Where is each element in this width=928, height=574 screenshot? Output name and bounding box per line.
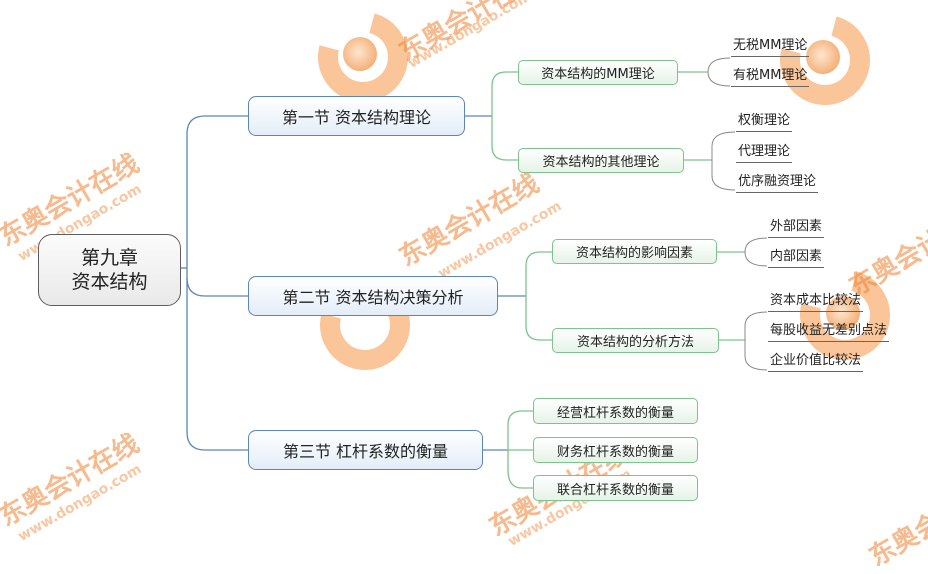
root-title: 资本结构 bbox=[71, 271, 148, 293]
topic-label: 经营杠杆系数的衡量 bbox=[556, 405, 674, 421]
topic-financial-leverage[interactable]: 财务杠杆系数的衡量 bbox=[533, 437, 698, 463]
leaf-no-tax-mm[interactable]: 无税MM理论 bbox=[731, 38, 810, 57]
topic-label: 联合杠杆系数的衡量 bbox=[556, 482, 674, 498]
root-chapter: 第九章 bbox=[80, 247, 138, 269]
topic-label: 财务杠杆系数的衡量 bbox=[556, 444, 674, 460]
section-2-node[interactable]: 第二节 资本结构决策分析 bbox=[248, 276, 498, 316]
leaf-tax-mm[interactable]: 有税MM理论 bbox=[731, 68, 810, 87]
topic-other-theories[interactable]: 资本结构的其他理论 bbox=[518, 148, 684, 173]
section-1-label: 第一节 资本结构理论 bbox=[281, 108, 432, 127]
topic-influence-factors[interactable]: 资本结构的影响因素 bbox=[552, 239, 717, 264]
section-1-node[interactable]: 第一节 资本结构理论 bbox=[248, 96, 465, 136]
section-3-label: 第三节 杠杆系数的衡量 bbox=[282, 442, 449, 461]
leaf-tradeoff[interactable]: 权衡理论 bbox=[736, 113, 793, 132]
section-2-label: 第二节 资本结构决策分析 bbox=[282, 288, 464, 307]
connector-lines bbox=[180, 57, 768, 489]
topic-label: 资本结构的其他理论 bbox=[542, 155, 660, 170]
leaf-agency[interactable]: 代理理论 bbox=[736, 144, 793, 163]
leaf-external-factors[interactable]: 外部因素 bbox=[768, 219, 825, 238]
topic-label: 资本结构的影响因素 bbox=[575, 246, 693, 261]
leaf-firm-value-comparison[interactable]: 企业价值比较法 bbox=[768, 353, 864, 372]
section-3-node[interactable]: 第三节 杠杆系数的衡量 bbox=[248, 430, 483, 470]
leaf-internal-factors[interactable]: 内部因素 bbox=[768, 249, 825, 268]
leaf-eps-indifference-point[interactable]: 每股收益无差别点法 bbox=[768, 323, 890, 342]
topic-analysis-methods[interactable]: 资本结构的分析方法 bbox=[552, 328, 719, 353]
topic-label: 资本结构的分析方法 bbox=[576, 335, 694, 350]
topic-label: 资本结构的MM理论 bbox=[541, 67, 655, 82]
leaf-pecking-order[interactable]: 优序融资理论 bbox=[736, 174, 819, 193]
root-node[interactable]: 第九章 资本结构 bbox=[38, 234, 181, 306]
topic-mm-theory[interactable]: 资本结构的MM理论 bbox=[518, 60, 678, 85]
leaf-cost-of-capital-comparison[interactable]: 资本成本比较法 bbox=[768, 293, 864, 312]
topic-operating-leverage[interactable]: 经营杠杆系数的衡量 bbox=[533, 398, 698, 424]
topic-combined-leverage[interactable]: 联合杠杆系数的衡量 bbox=[533, 475, 698, 501]
